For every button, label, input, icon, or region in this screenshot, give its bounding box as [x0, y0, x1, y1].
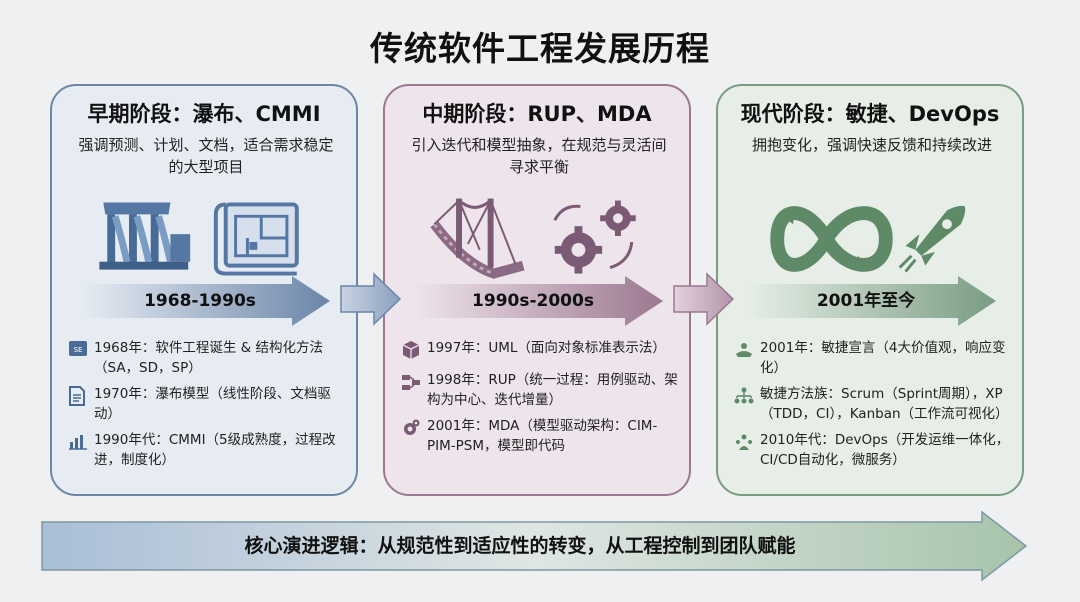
- panel-description: 强调预测、计划、文档，适合需求稳定的大型项目: [78, 136, 334, 176]
- list-item: 1970年：瀑布模型（线性阶段、文档驱动）: [68, 384, 350, 424]
- bar-chart-icon: [68, 430, 94, 470]
- blueprint-icon: [213, 202, 299, 276]
- infinity-loop-icon: [770, 206, 893, 272]
- period-label: 1990s-2000s: [472, 291, 594, 311]
- flow-arrow-1: [340, 272, 402, 326]
- document-icon: [68, 384, 94, 424]
- page-title: 传统软件工程发展历程: [370, 29, 710, 68]
- list-item: 2001年：敏捷宣言（4大价值观，响应变化）: [734, 338, 1016, 378]
- process-icon: [401, 370, 427, 410]
- period-label: 2001年至今: [816, 291, 916, 311]
- list-item: 1998年：RUP（统一过程：用例驱动、架构为中心、迭代增量）: [401, 370, 683, 410]
- dam-icon: [99, 202, 191, 270]
- list-item: 敏捷方法族：Scrum（Sprint周期），XP（TDD，CI），Kanban（…: [734, 384, 1016, 424]
- bridge-icon: [430, 198, 525, 279]
- list-item: 2001年：MDA（模型驱动架构：CIM-PIM-PSM，模型即代码: [401, 416, 683, 456]
- modern-stage-illustration: [770, 205, 966, 273]
- period-arrow: 1968-1990s: [82, 276, 332, 326]
- list-item: 1990年代：CMMI（5级成熟度，过程改进，制度化）: [68, 430, 350, 470]
- flow-arrow-2: [673, 272, 735, 326]
- panel-heading: 现代阶段：敏捷、DevOps: [740, 102, 1000, 126]
- period-arrow: 1990s-2000s: [415, 276, 665, 326]
- handshake-icon: [734, 338, 760, 378]
- period-arrow: 2001年至今: [748, 276, 998, 326]
- mid-stage-illustration: [430, 198, 636, 279]
- period-label: 1968-1990s: [144, 291, 256, 311]
- panel-description: 拥抱变化，强调快速反馈和持续改进: [751, 136, 992, 154]
- gears-icon: [553, 200, 636, 274]
- se-badge-icon: SE: [68, 338, 94, 378]
- org-chart-icon: [734, 384, 760, 424]
- panel-heading: 早期阶段：瀑布、CMMI: [87, 102, 321, 126]
- core-logic-arrow: [41, 510, 1028, 582]
- modern-stage-panel: 现代阶段：敏捷、DevOps 拥抱变化，强调快速反馈和持续改进 2001年至今 …: [716, 84, 1024, 496]
- svg-text:SE: SE: [74, 346, 83, 354]
- gear-icon: [401, 416, 427, 456]
- list-item: 1997年：UML（面向对象标准表示法）: [401, 338, 683, 364]
- cube-icon: [401, 338, 427, 364]
- rocket-icon: [898, 205, 966, 273]
- early-stage-illustration: [99, 202, 299, 276]
- team-icon: [734, 430, 760, 470]
- early-stage-panel: 早期阶段：瀑布、CMMI 强调预测、计划、文档，适合需求稳定的大型项目 1968…: [50, 84, 358, 496]
- panel-description: 引入迭代和模型抽象，在规范与灵活间寻求平衡: [411, 136, 667, 176]
- list-item: SE 1968年：软件工程诞生 & 结构化方法（SA，SD，SP）: [68, 338, 350, 378]
- mid-stage-panel: 中期阶段：RUP、MDA 引入迭代和模型抽象，在规范与灵活间寻求平衡: [383, 84, 691, 496]
- panel-heading: 中期阶段：RUP、MDA: [422, 102, 652, 126]
- core-logic-label: 核心演进逻辑：从规范性到适应性的转变，从工程控制到团队赋能: [244, 535, 796, 557]
- list-item: 2010年代：DevOps（开发运维一体化，CI/CD自动化，微服务）: [734, 430, 1016, 470]
